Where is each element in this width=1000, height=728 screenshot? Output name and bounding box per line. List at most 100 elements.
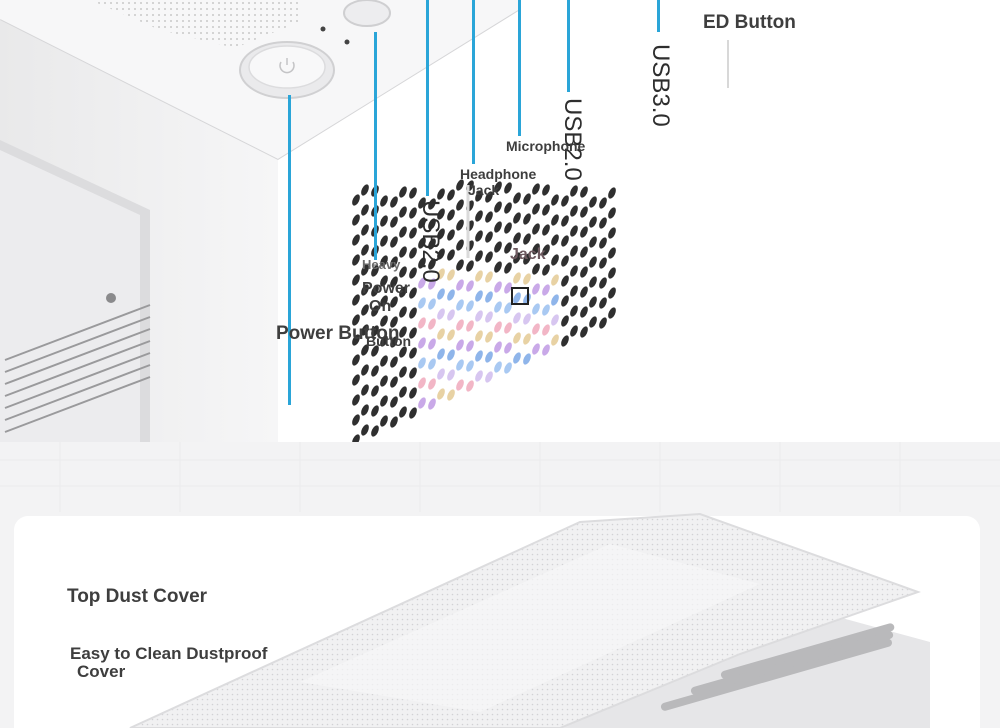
mesh-hole — [399, 346, 407, 358]
mesh-hole — [551, 194, 559, 206]
mesh-hole — [361, 384, 369, 396]
mesh-hole — [352, 374, 360, 386]
mesh-hole — [390, 296, 398, 308]
mesh-hole — [580, 246, 588, 258]
mesh-hole — [542, 284, 550, 296]
mesh-hole — [523, 213, 531, 225]
mesh-hole — [428, 398, 436, 410]
mesh-hole — [599, 217, 607, 229]
mesh-hole — [428, 378, 436, 390]
mesh-hole — [494, 261, 502, 273]
mesh-hole — [570, 205, 578, 217]
mesh-hole — [608, 307, 616, 319]
mesh-hole — [380, 335, 388, 347]
mesh-hole — [542, 264, 550, 276]
mesh-hole — [475, 210, 483, 222]
mesh-hole — [428, 358, 436, 370]
mesh-hole — [409, 247, 417, 259]
mesh-hole — [589, 296, 597, 308]
mesh-hole — [390, 396, 398, 408]
mesh-hole — [485, 271, 493, 283]
mesh-hole — [561, 295, 569, 307]
mesh-hole — [608, 247, 616, 259]
mesh-hole — [447, 389, 455, 401]
mesh-hole — [599, 257, 607, 269]
mesh-hole — [570, 285, 578, 297]
label-heavy: Heavy — [362, 257, 401, 272]
mesh-hole — [456, 259, 464, 271]
mesh-hole — [361, 204, 369, 216]
mesh-hole — [580, 266, 588, 278]
mesh-hole — [475, 250, 483, 262]
mesh-hole — [599, 237, 607, 249]
mesh-hole — [485, 251, 493, 263]
mesh-hole — [361, 304, 369, 316]
mesh-hole — [409, 307, 417, 319]
mesh-hole — [570, 185, 578, 197]
mesh-hole — [352, 394, 360, 406]
mesh-hole — [589, 216, 597, 228]
mesh-hole — [409, 367, 417, 379]
mesh-hole — [466, 380, 474, 392]
mesh-hole — [409, 347, 417, 359]
mesh-hole — [504, 362, 512, 374]
mesh-hole — [409, 327, 417, 339]
label-headphone: Headphone — [460, 166, 537, 182]
mesh-hole — [551, 334, 559, 346]
label-button-small: Button — [366, 333, 412, 349]
mesh-hole — [523, 333, 531, 345]
dust-cover-view: Top Dust Cover Easy to Clean Dustproof C… — [0, 442, 1000, 728]
mesh-hole — [542, 244, 550, 256]
mesh-hole — [589, 316, 597, 328]
mesh-hole — [390, 376, 398, 388]
mesh-hole — [580, 186, 588, 198]
mesh-hole — [532, 243, 540, 255]
mesh-hole — [532, 263, 540, 275]
mesh-hole — [485, 311, 493, 323]
mesh-hole — [352, 294, 360, 306]
mesh-hole — [551, 254, 559, 266]
mesh-hole — [437, 248, 445, 260]
mesh-hole — [570, 325, 578, 337]
mesh-hole — [456, 299, 464, 311]
small-button-graphic — [343, 0, 391, 27]
mesh-hole — [399, 326, 407, 338]
mesh-hole — [447, 209, 455, 221]
mesh-hole — [352, 414, 360, 426]
mesh-hole — [399, 206, 407, 218]
mesh-hole — [390, 196, 398, 208]
mesh-hole — [580, 206, 588, 218]
mesh-hole — [447, 289, 455, 301]
mesh-hole — [485, 211, 493, 223]
mesh-hole — [418, 277, 426, 289]
mesh-hole — [456, 239, 464, 251]
leader-power-button — [288, 95, 291, 405]
mesh-hole — [532, 303, 540, 315]
label-headphone-jack: Jack — [468, 182, 500, 198]
label-cover: Cover — [77, 662, 126, 681]
case-vent-slots — [660, 623, 895, 711]
mesh-hole — [494, 341, 502, 353]
mesh-hole — [542, 184, 550, 196]
mesh-hole — [504, 182, 512, 194]
power-icon — [279, 58, 295, 74]
mesh-hole — [380, 255, 388, 267]
mesh-hole — [523, 273, 531, 285]
mesh-hole — [570, 245, 578, 257]
mesh-hole — [599, 317, 607, 329]
mesh-hole — [523, 353, 531, 365]
mesh-hole — [380, 415, 388, 427]
mesh-hole — [399, 286, 407, 298]
mesh-hole — [475, 270, 483, 282]
mesh-hole — [542, 324, 550, 336]
leader-usb20-right — [567, 0, 570, 92]
mesh-hole — [485, 191, 493, 203]
mesh-hole — [456, 319, 464, 331]
square-icon — [511, 287, 529, 305]
label-usb30: USB3.0 — [647, 44, 674, 127]
mesh-hole — [475, 290, 483, 302]
mesh-hole — [418, 217, 426, 229]
mesh-hole — [437, 368, 445, 380]
mesh-hole — [447, 229, 455, 241]
mesh-hole — [494, 241, 502, 253]
